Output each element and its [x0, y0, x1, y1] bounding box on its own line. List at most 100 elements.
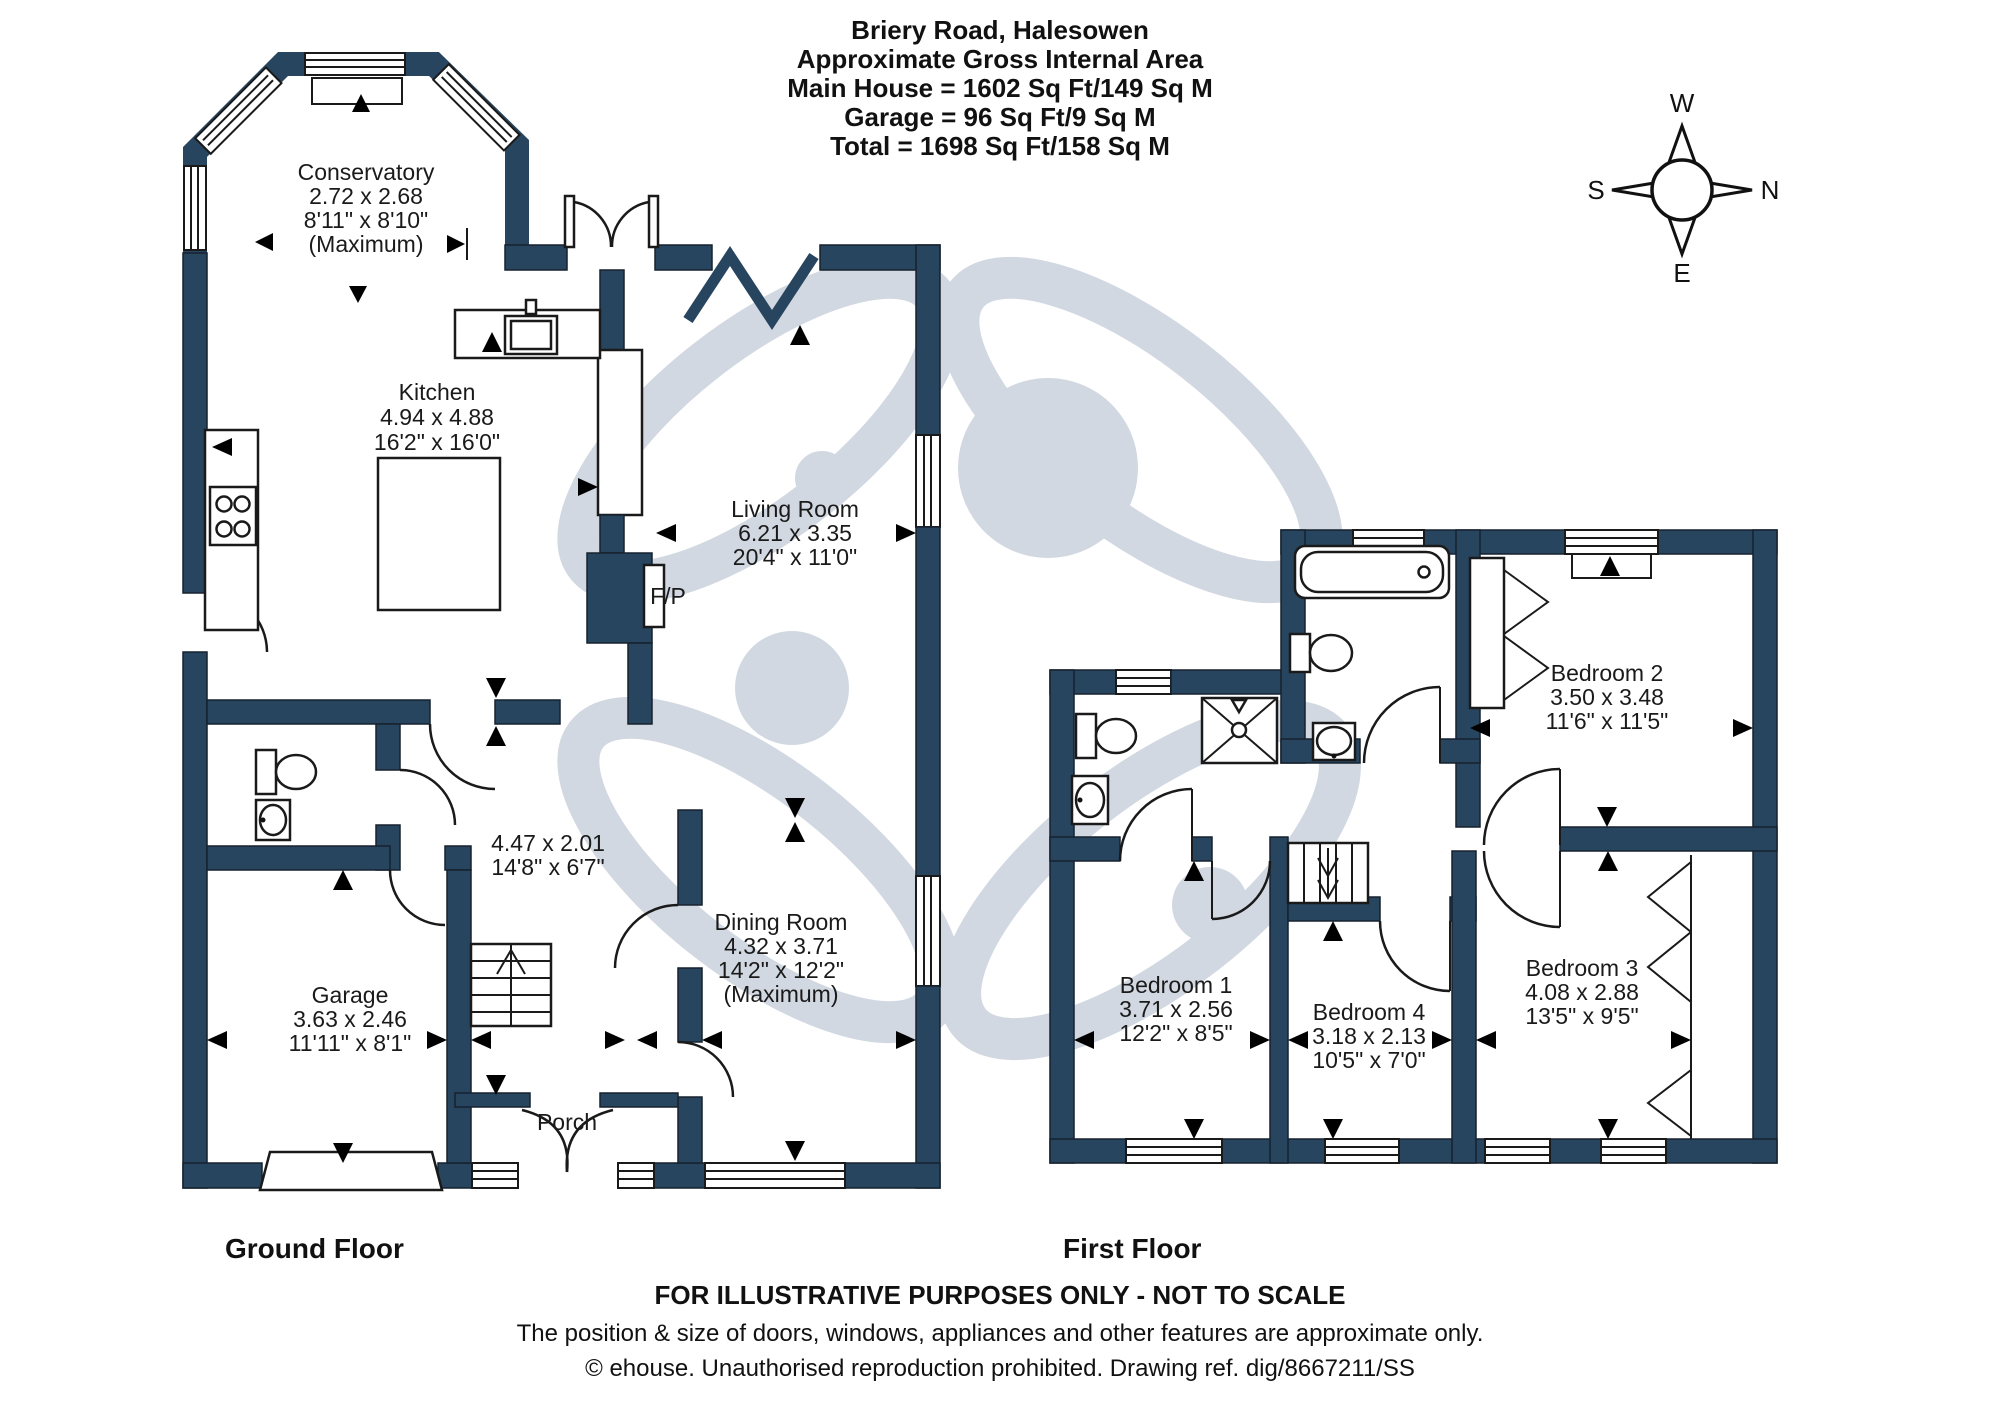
bedroom4-imperial: 10'5" x 7'0" [1312, 1047, 1425, 1073]
shower-room-window [1115, 669, 1172, 695]
shower-cubicle-icon [1200, 696, 1279, 765]
dining-note: (Maximum) [724, 981, 839, 1007]
conservatory-name: Conservatory [298, 159, 435, 185]
staircase-first [1286, 841, 1370, 905]
bathroom-toilet-icon [1288, 632, 1354, 674]
wall [206, 699, 431, 725]
kitchen-hall-door [428, 723, 496, 791]
dimension-arrows-first [1074, 556, 1753, 1139]
wall [375, 723, 401, 771]
wall [1049, 836, 1121, 862]
wall [1549, 1138, 1602, 1164]
wall [915, 244, 941, 436]
wall [844, 1162, 941, 1189]
bedroom1-imperial: 12'2" x 8'5" [1119, 1020, 1232, 1046]
wc-toilet-icon [254, 748, 318, 796]
bedroom3-imperial: 13'5" x 9'5" [1525, 1003, 1638, 1029]
wall [677, 1096, 703, 1164]
ground-floor-plan: Conservatory 2.72 x 2.68 8'11" x 8'10" (… [182, 52, 941, 1264]
wall [653, 1162, 706, 1189]
shower-toilet-icon [1074, 712, 1138, 760]
watermark-flower [557, 256, 1361, 1061]
dining-name: Dining Room [715, 909, 848, 935]
footer-disclaimer: FOR ILLUSTRATIVE PURPOSES ONLY - NOT TO … [517, 1280, 1484, 1382]
fireplace-recess [642, 563, 666, 629]
bedroom3-wardrobe [1646, 855, 1692, 1139]
wall [437, 1162, 473, 1189]
bedroom1-metric: 3.71 x 2.56 [1119, 996, 1233, 1022]
ground-floor-label: Ground Floor [225, 1233, 404, 1264]
dining-imperial: 14'2" x 12'2" [718, 957, 844, 983]
living-metric: 6.21 x 3.35 [738, 520, 852, 546]
wall [444, 845, 472, 871]
wall [1049, 669, 1075, 1164]
living-name: Living Room [731, 496, 859, 522]
wall [627, 642, 653, 725]
conservatory-window-left [183, 165, 207, 251]
bedroom4-name: Bedroom 4 [1313, 999, 1426, 1025]
room-labels-first: Bedroom 2 3.50 x 3.48 11'6" x 11'5" Bedr… [1119, 660, 1668, 1073]
bedroom3-metric: 4.08 x 2.88 [1525, 979, 1639, 1005]
first-floor-label: First Floor [1063, 1233, 1202, 1264]
bedroom2-name: Bedroom 2 [1551, 660, 1664, 686]
living-room-window [915, 434, 941, 528]
compass-icon: W N E S [1587, 88, 1779, 288]
porch-name: Porch [537, 1109, 597, 1135]
wall [182, 1162, 263, 1189]
compass-top-label: W [1670, 88, 1695, 118]
bedroom4-door [1378, 920, 1451, 993]
wall [454, 1092, 531, 1108]
kitchen-island [376, 456, 502, 612]
title-address: Briery Road, Halesowen [851, 15, 1149, 45]
kitchen-metric: 4.94 x 4.88 [380, 404, 494, 430]
garage-door [258, 1150, 444, 1192]
conservatory-window-left-diagonal [193, 66, 283, 156]
wall [654, 244, 713, 271]
living-imperial: 20'4" x 11'0" [733, 544, 857, 570]
conservatory-metric: 2.72 x 2.68 [309, 183, 423, 209]
title-garage: Garage = 96 Sq Ft/9 Sq M [844, 102, 1155, 132]
wall [1451, 850, 1477, 1164]
wall [915, 526, 941, 877]
title-total: Total = 1698 Sq Ft/158 Sq M [830, 131, 1170, 161]
hallway-imperial: 14'8" x 6'7" [491, 854, 604, 880]
bedroom4-metric: 3.18 x 2.13 [1312, 1023, 1426, 1049]
bathroom-basin-icon [1311, 721, 1357, 762]
wall [599, 1092, 679, 1108]
title-block: Briery Road, Halesowen Approximate Gross… [787, 15, 1213, 161]
dining-bottom-window [704, 1162, 846, 1189]
tap-icon [524, 298, 538, 316]
title-area: Approximate Gross Internal Area [797, 44, 1204, 74]
footer-line1: FOR ILLUSTRATIVE PURPOSES ONLY - NOT TO … [655, 1280, 1346, 1310]
shower-room-door [1118, 787, 1193, 862]
kitchen-counter-sink [453, 298, 602, 360]
wall [446, 869, 472, 1164]
hall-window [471, 1162, 519, 1189]
wall [677, 809, 703, 906]
footer-line3: © ehouse. Unauthorised reproduction proh… [585, 1355, 1415, 1382]
bath-icon [1293, 544, 1451, 600]
garage-metric: 3.63 x 2.46 [293, 1006, 407, 1032]
garage-name: Garage [312, 982, 389, 1008]
compass-bottom-label: E [1673, 258, 1690, 288]
wall [915, 985, 941, 1189]
bedroom2-metric: 3.50 x 3.48 [1550, 684, 1664, 710]
bedroom3-window-right [1600, 1138, 1667, 1164]
bathroom-door [1362, 685, 1441, 764]
wc-door [399, 768, 457, 826]
shower-basin-icon [1070, 774, 1110, 826]
dining-porch-door [677, 1040, 735, 1098]
wall [1439, 738, 1481, 764]
garage-internal-door [388, 869, 446, 927]
bedroom2-imperial: 11'6" x 11'5" [1546, 708, 1669, 734]
kitchen-name: Kitchen [399, 379, 476, 405]
bedroom2-wardrobe [1468, 556, 1550, 710]
wall [1665, 1138, 1778, 1164]
bedroom1-door [1211, 860, 1272, 921]
bedroom1-name: Bedroom 1 [1120, 972, 1233, 998]
wall [1559, 826, 1778, 852]
conservatory-window-top [304, 52, 406, 105]
conservatory-note: (Maximum) [309, 231, 424, 257]
wall [1170, 669, 1296, 695]
